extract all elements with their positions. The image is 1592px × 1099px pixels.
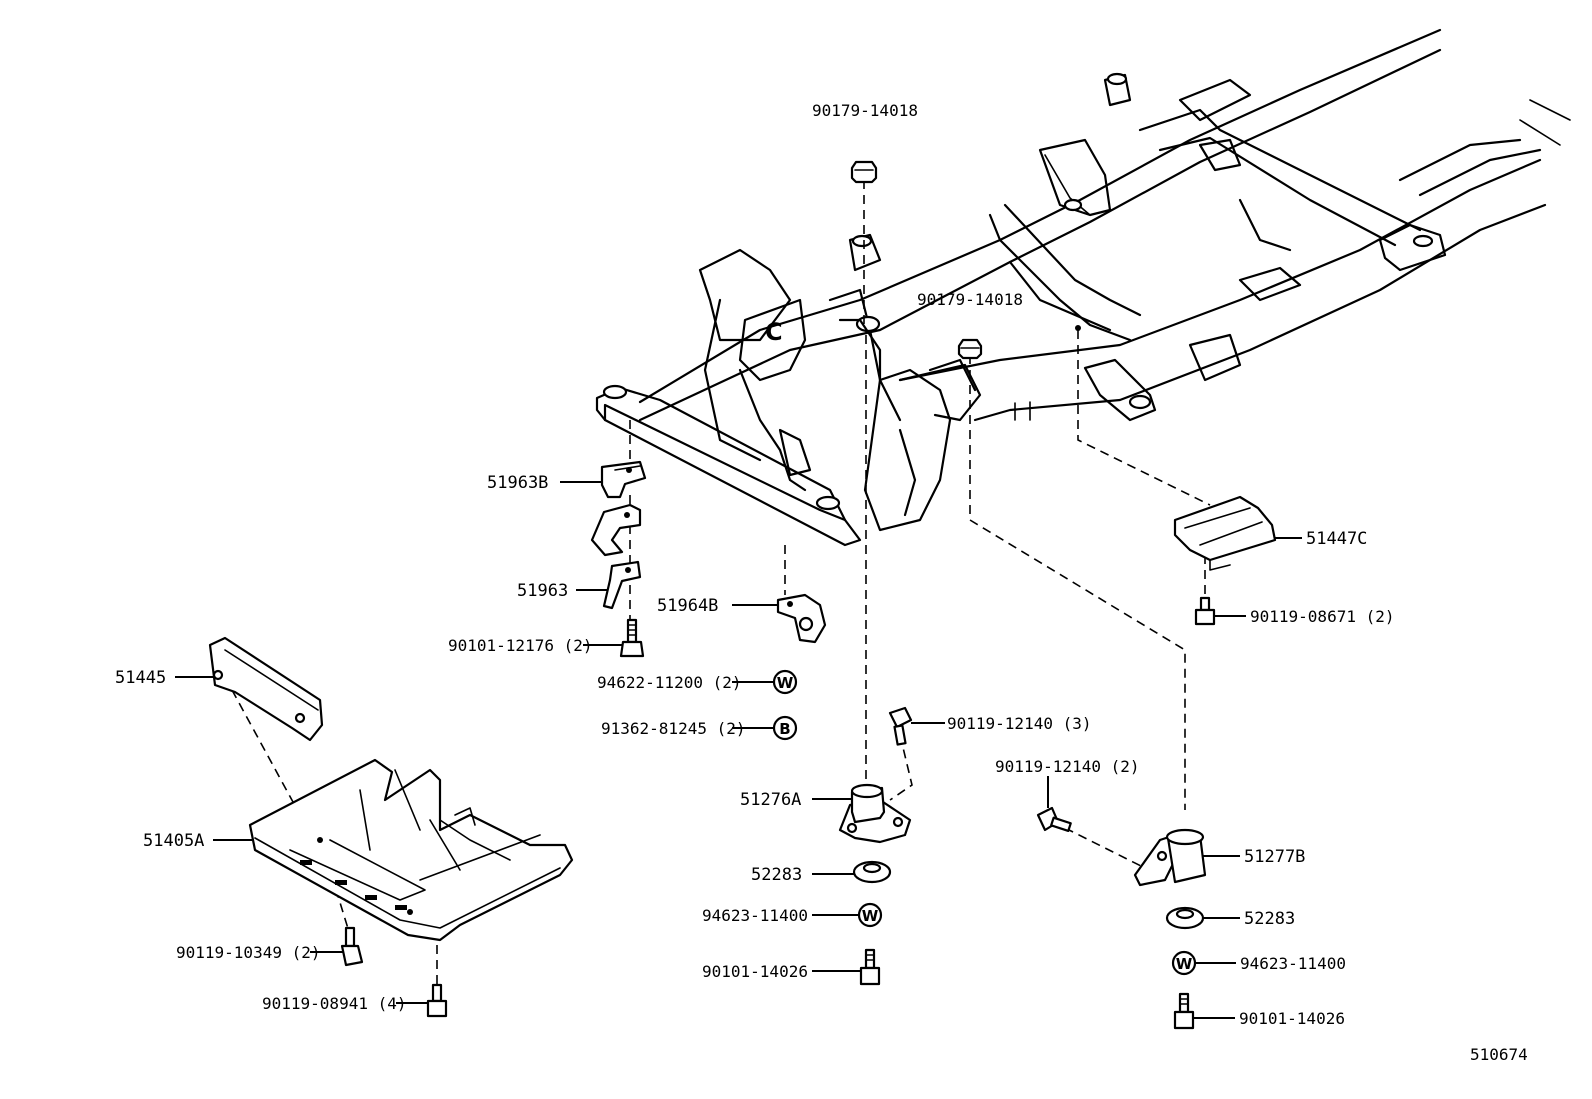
label-washer-right: 94623-11400 bbox=[1240, 954, 1346, 973]
bolt-12176-icon bbox=[619, 618, 645, 658]
label-washer-left: 94623-11400 bbox=[702, 906, 808, 925]
label-skid-plate-51405a: 51405A bbox=[143, 831, 204, 851]
insulator-left-icon bbox=[852, 860, 892, 884]
label-washer-11200: 94622-11200 (2) bbox=[597, 673, 742, 692]
engine-mount-51277b-icon bbox=[1133, 828, 1207, 887]
bolt-right-icon bbox=[1173, 992, 1195, 1030]
diagram-id: 510674 bbox=[1470, 1045, 1528, 1064]
bolt-12140-2-icon bbox=[1036, 806, 1072, 832]
label-bolt-12140-3: 90119-12140 (3) bbox=[947, 714, 1092, 733]
part-labels: 90179-14018 90179-14018 51963B 51963 901… bbox=[115, 101, 1528, 1064]
bolt-81245-icon: B bbox=[772, 715, 798, 741]
label-bolt-12140-2: 90119-12140 (2) bbox=[995, 757, 1140, 776]
leader-lines bbox=[175, 481, 1302, 1019]
svg-text:B: B bbox=[779, 720, 790, 738]
label-bracket-51963b: 51963B bbox=[487, 473, 548, 493]
label-crossmember-51445: 51445 bbox=[115, 668, 166, 688]
nut-mid-icon bbox=[957, 338, 983, 360]
label-bolt-left: 90101-14026 bbox=[702, 962, 808, 981]
frame-mark-c: C bbox=[765, 318, 783, 346]
label-bolt-10349: 90119-10349 (2) bbox=[176, 943, 321, 962]
label-bracket-51963: 51963 bbox=[517, 581, 568, 601]
bracket-51964b-icon bbox=[776, 593, 827, 644]
vehicle-frame: C bbox=[595, 28, 1571, 547]
washer-right-icon: W bbox=[1171, 950, 1197, 976]
label-nut-top: 90179-14018 bbox=[812, 101, 918, 120]
label-insulator-left: 52283 bbox=[751, 865, 802, 885]
washer-11200-icon: W bbox=[772, 669, 798, 695]
label-bolt-12176: 90101-12176 (2) bbox=[448, 636, 593, 655]
label-insulator-right: 52283 bbox=[1244, 909, 1295, 929]
hook-bracket-icon bbox=[590, 503, 642, 557]
nut-top-icon bbox=[850, 160, 878, 184]
label-bolt-08671: 90119-08671 (2) bbox=[1250, 607, 1395, 626]
bracket-51447c-icon bbox=[1173, 495, 1277, 571]
label-bracket-51447c: 51447C bbox=[1306, 529, 1367, 549]
bracket-51963b-icon bbox=[600, 460, 647, 499]
skid-plate-51405a-icon bbox=[248, 758, 574, 942]
washer-left-icon: W bbox=[857, 902, 883, 928]
label-mount-51277b: 51277B bbox=[1244, 847, 1305, 867]
label-bracket-51964b: 51964B bbox=[657, 596, 718, 616]
svg-text:W: W bbox=[862, 907, 879, 925]
label-nut-mid: 90179-14018 bbox=[917, 290, 1023, 309]
engine-mount-51276a-icon bbox=[838, 783, 912, 844]
bolt-08941-icon bbox=[426, 983, 448, 1018]
label-bolt-right: 90101-14026 bbox=[1239, 1009, 1345, 1028]
bracket-51963-icon bbox=[602, 560, 642, 610]
bolt-10349-icon bbox=[340, 926, 364, 967]
svg-text:W: W bbox=[777, 674, 794, 692]
insulator-right-icon bbox=[1165, 906, 1205, 930]
label-bolt-81245: 91362-81245 (2) bbox=[601, 719, 746, 738]
crossmember-51445-icon bbox=[208, 636, 324, 742]
label-bolt-08941: 90119-08941 (4) bbox=[262, 994, 407, 1013]
bolt-08671-icon bbox=[1194, 596, 1216, 626]
bolt-left-icon bbox=[859, 948, 881, 986]
assembly-lines bbox=[231, 180, 1211, 985]
svg-text:W: W bbox=[1176, 955, 1193, 973]
bolt-12140-3-icon bbox=[888, 706, 913, 746]
label-mount-51276a: 51276A bbox=[740, 790, 801, 810]
